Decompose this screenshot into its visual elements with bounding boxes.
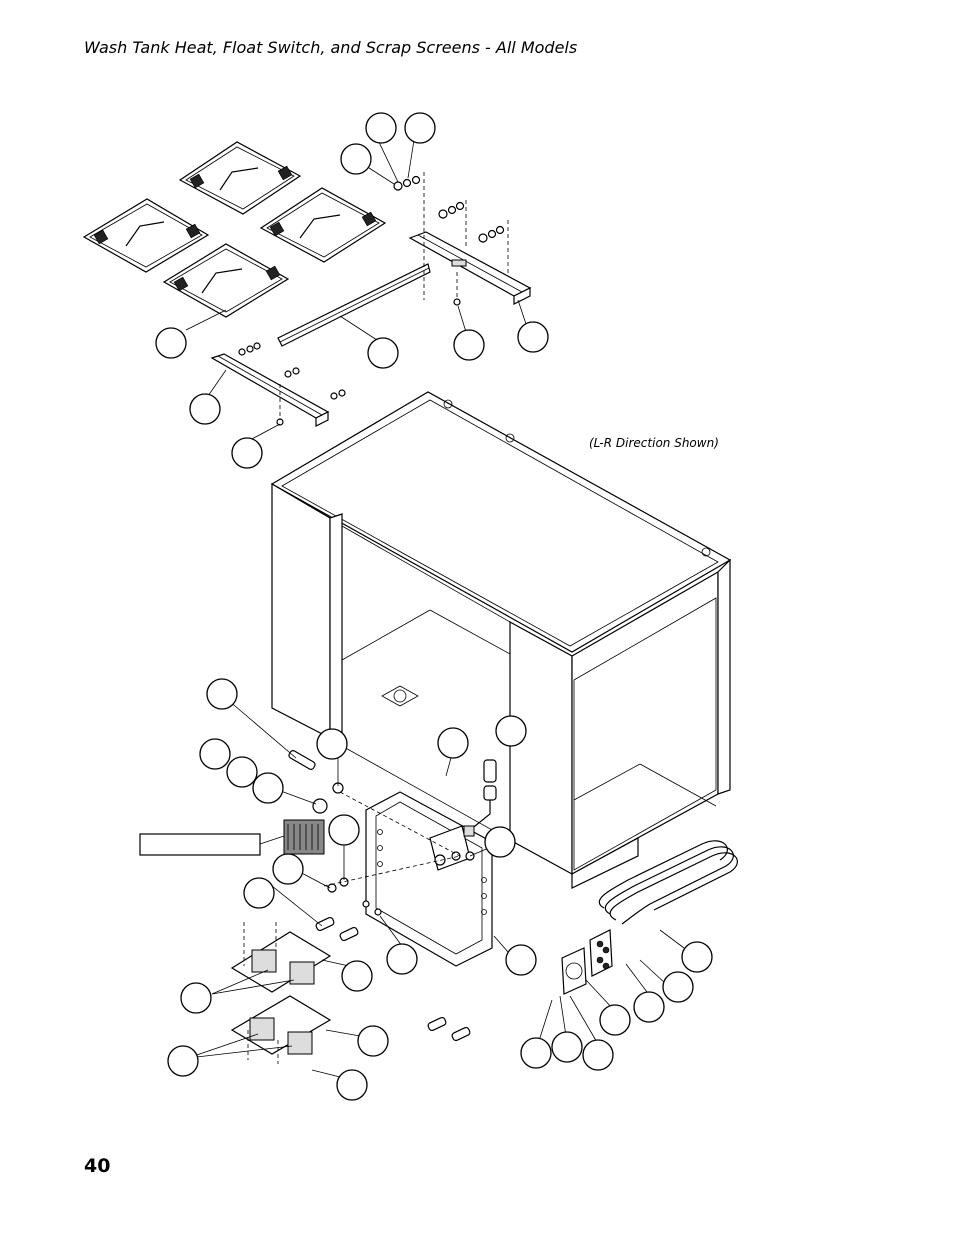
callout-circle: [206, 678, 238, 710]
scrap-screen-tray: [82, 198, 210, 273]
callout-circle: [316, 728, 348, 760]
callout-circle: [599, 1004, 631, 1036]
callout-circle: [336, 1069, 368, 1101]
callout-circle: [367, 337, 399, 369]
callout-circle: [437, 727, 469, 759]
fastener-set: [238, 175, 505, 426]
float-switch: [463, 759, 497, 837]
callout-circle: [453, 329, 485, 361]
callout-circle: [328, 814, 360, 846]
scrap-screen-tray: [162, 243, 290, 318]
center-rail: [277, 263, 431, 347]
callout-circle: [231, 437, 263, 469]
terminal-block: [283, 819, 325, 855]
heater-gasket: [561, 947, 587, 995]
callout-circle: [252, 772, 284, 804]
callout-circle: [243, 877, 275, 909]
callout-circle: [357, 1025, 389, 1057]
label-box: [139, 833, 285, 856]
scrap-screen-tray: [178, 141, 302, 215]
callout-circle: [495, 715, 527, 747]
scrap-screen-tray: [259, 187, 387, 263]
callout-circle: [365, 112, 397, 144]
callout-circle: [517, 321, 549, 353]
callout-circle: [484, 826, 516, 858]
callout-circle: [272, 853, 304, 885]
left-rail-bracket: [210, 353, 330, 427]
callout-circle: [662, 971, 694, 1003]
callout-circle: [582, 1039, 614, 1071]
callout-circle: [155, 327, 187, 359]
dashed-guides-lower: [323, 791, 461, 887]
callout-circle: [520, 1037, 552, 1069]
dashed-guides: [279, 172, 509, 420]
callout-circles: [155, 112, 713, 1101]
callout-circle: [505, 944, 537, 976]
callout-circle: [226, 756, 258, 788]
callout-circle: [341, 960, 373, 992]
page-title: Wash Tank Heat, Float Switch, and Scrap …: [84, 38, 578, 57]
callout-circle: [386, 943, 418, 975]
callout-circle: [633, 991, 665, 1023]
wash-tank-body: [270, 391, 732, 889]
callout-circle: [199, 738, 231, 770]
callout-circle: [189, 393, 221, 425]
heater-element: [589, 840, 738, 977]
callout-circle: [681, 941, 713, 973]
direction-note: (L-R Direction Shown): [589, 436, 719, 450]
callout-circle: [167, 1045, 199, 1077]
contactor-bracket: [230, 922, 332, 1064]
page-number: 40: [84, 1155, 111, 1177]
probe-assembly: [288, 750, 475, 1042]
callout-circle: [551, 1031, 583, 1063]
callout-circle: [180, 982, 212, 1014]
junction-box: [365, 791, 493, 967]
callout-circle: [340, 143, 372, 175]
callout-circle: [404, 112, 436, 144]
